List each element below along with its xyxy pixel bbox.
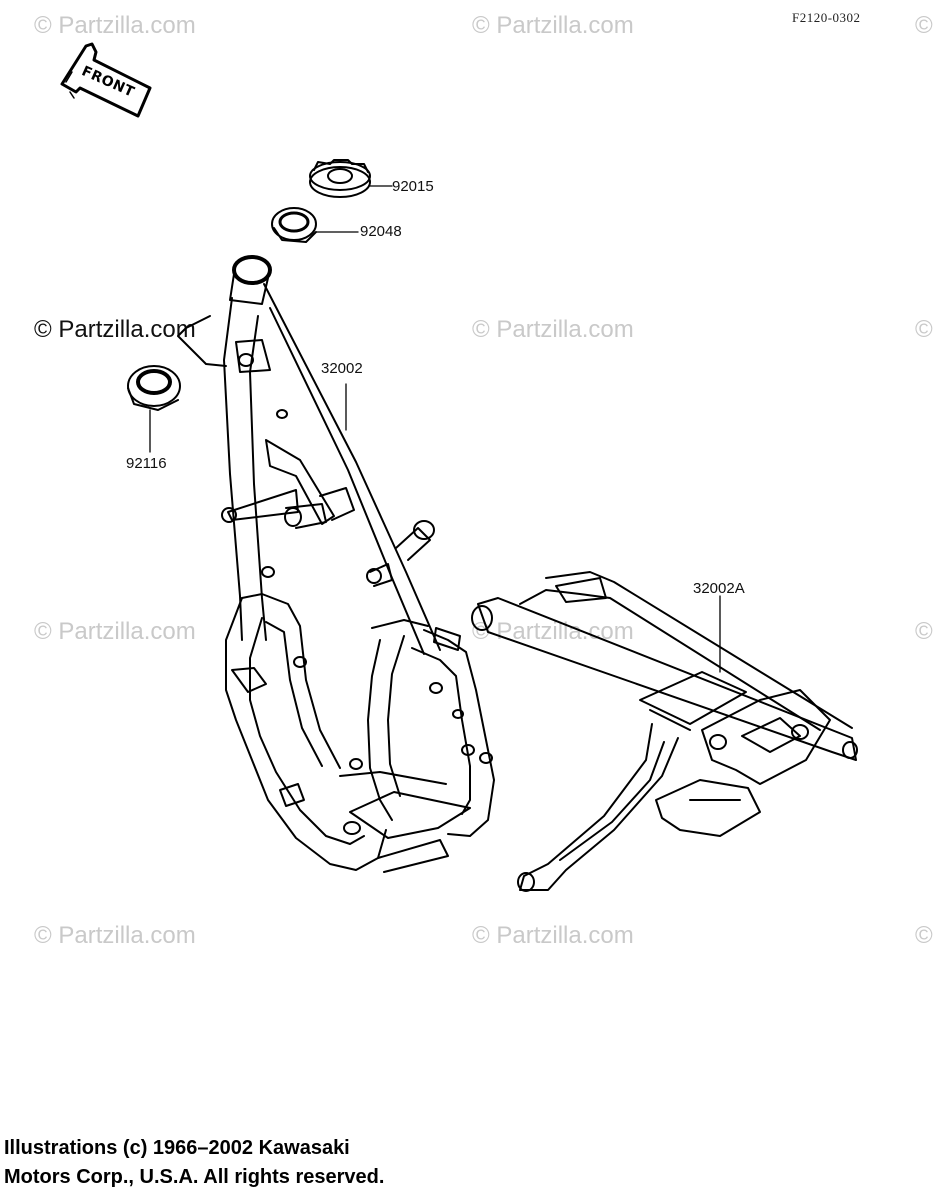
copyright-line: Illustrations (c) 1966–2002 Kawasaki [4,1137,350,1159]
part-label-32002A: 32002A [693,580,745,597]
watermark: © Partzilla.com [472,922,634,949]
copyright-line: Motors Corp., U.S.A. All rights reserved… [4,1166,385,1188]
castle-nut-icon [309,159,393,198]
watermark-symbol: © [915,12,933,39]
front-arrow-icon [60,42,152,118]
watermark: © Partzilla.com [472,316,634,343]
watermark-symbol: © [915,618,933,645]
watermark: © Partzilla.com [34,922,196,949]
watermark: © Partzilla.com [472,12,634,39]
part-label-92048: 92048 [360,223,402,240]
watermark-symbol: © [915,316,933,343]
part-label-92116: 92116 [126,455,167,472]
copyright-notice: Illustrations (c) 1966–2002 Kawasaki Mot… [4,1134,384,1192]
watermark-symbol: © [915,922,933,949]
watermark: © Partzilla.com [34,618,196,645]
seal-icon [271,207,359,243]
main-frame-icon [177,255,495,873]
bearing-icon [127,365,181,453]
watermark: © Partzilla.com [34,12,196,39]
part-label-32002: 32002 [321,360,363,377]
watermark-dark: © Partzilla.com [34,316,196,343]
part-label-92015: 92015 [392,178,434,195]
figure-code: F2120-0302 [792,10,861,25]
subframe-icon [471,571,858,892]
